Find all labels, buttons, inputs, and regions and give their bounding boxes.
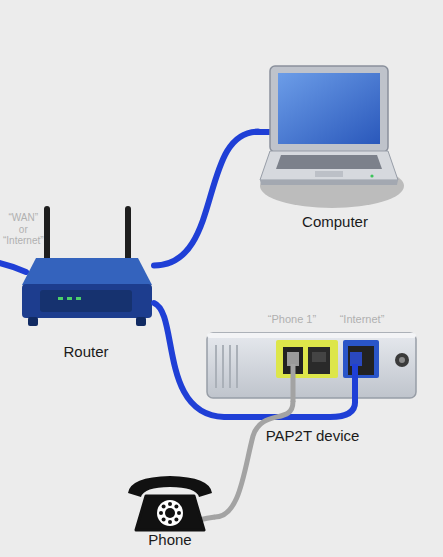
port-label: “Phone 1” (268, 313, 316, 326)
network-cable (154, 303, 355, 417)
pap2t-icon (207, 333, 416, 402)
router-node: Router (18, 203, 154, 328)
device-caption: Phone (148, 531, 191, 549)
laptop-node: Computer (258, 62, 412, 207)
device-caption: Router (63, 343, 108, 361)
router-icon (22, 206, 152, 326)
port-label: “Internet” (340, 313, 385, 326)
network-cable (154, 132, 258, 266)
phone-icon (128, 476, 215, 530)
phone-node: Phone (125, 472, 215, 532)
laptop-icon (256, 66, 404, 208)
pap2t-node: PAP2T device (205, 330, 420, 402)
wan-cable (0, 262, 26, 272)
network-cable (215, 402, 293, 517)
wan-label: “WAN” or “Internet” (3, 212, 44, 247)
device-caption: Computer (302, 213, 368, 231)
device-caption: PAP2T device (266, 427, 360, 445)
